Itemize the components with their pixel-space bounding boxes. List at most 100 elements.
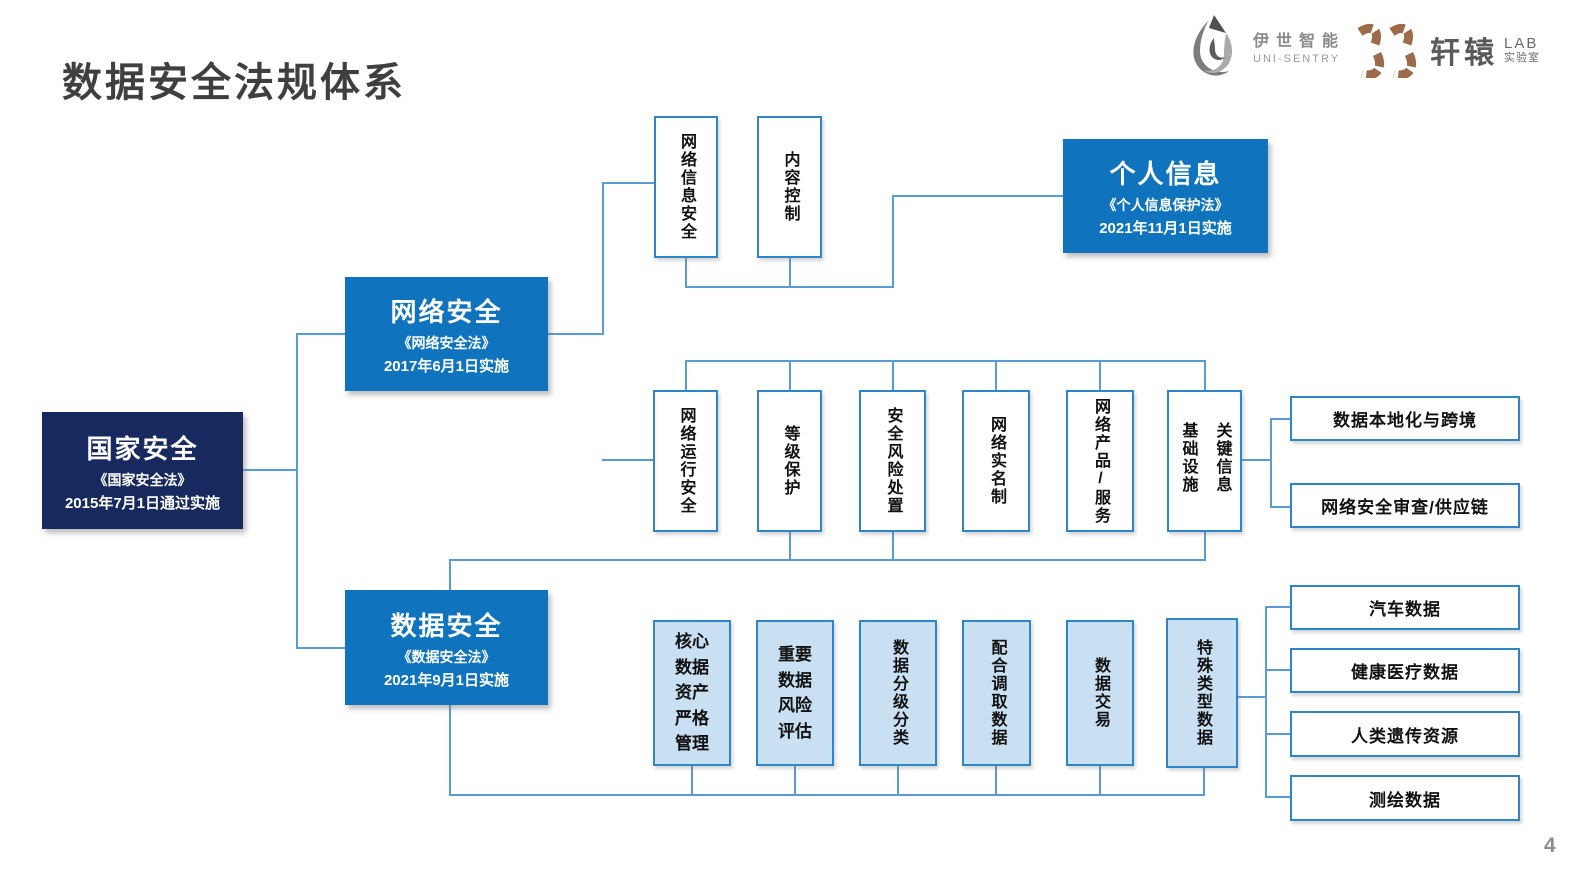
connector-line <box>548 333 604 335</box>
connector-line <box>243 469 297 471</box>
node-date: 2015年7月1日通过实施 <box>64 494 221 512</box>
node-label: 数据交易 <box>1092 657 1109 729</box>
connector-line <box>296 647 345 649</box>
xuanyuan-mark-icon <box>1357 24 1417 78</box>
connector-line <box>892 360 894 390</box>
connector-line <box>449 559 451 590</box>
node-label: 等级保护 <box>781 425 799 497</box>
node-network-operation-security: 网络运行安全 <box>653 390 718 532</box>
connector-line <box>1203 766 1205 796</box>
connector-line <box>602 182 655 184</box>
connector-line <box>602 459 654 461</box>
node-title: 个人信息 <box>1109 159 1222 189</box>
connector-line <box>794 766 796 796</box>
connector-line <box>1265 796 1290 798</box>
node-health-medical-data: 健康医疗数据 <box>1290 648 1520 693</box>
node-label: 核心数据资产严格管理 <box>675 632 709 754</box>
node-label: 关键信息基础设施 <box>1179 422 1231 494</box>
xuanyuan-logo: 轩辕 LAB 实验室 <box>1356 22 1540 78</box>
node-network-info-security: 网络信息安全 <box>654 116 718 258</box>
connector-line <box>1237 696 1267 698</box>
node-security-risk-response: 安全风险处置 <box>859 390 926 532</box>
connector-line <box>602 182 604 335</box>
connector-line <box>685 258 687 288</box>
unisentry-drop-icon <box>1193 15 1232 76</box>
xuanyuan-lab: LAB <box>1504 34 1539 52</box>
node-label: 重要数据风险评估 <box>778 645 812 741</box>
node-law: 《个人信息保护法》 <box>1102 197 1229 213</box>
node-security-review-supply-chain: 网络安全审查/供应链 <box>1290 483 1520 528</box>
node-law: 《国家安全法》 <box>93 471 192 488</box>
node-label: 人类遗传资源 <box>1351 726 1459 746</box>
node-graded-protection: 等级保护 <box>757 390 822 532</box>
node-data-classification: 数据分级分类 <box>859 620 937 766</box>
node-label: 网络实名制 <box>988 416 1005 506</box>
node-surveying-mapping-data: 测绘数据 <box>1290 775 1520 821</box>
node-label: 网络安全审查/供应链 <box>1321 498 1489 517</box>
node-human-genetic-resources: 人类遗传资源 <box>1290 711 1520 757</box>
node-network-products-services: 网络产品/服务 <box>1066 390 1134 532</box>
node-label: 数据分级分类 <box>890 639 907 747</box>
node-special-type-data: 特殊类型数据 <box>1166 618 1238 768</box>
connector-line <box>449 705 451 796</box>
page-number: 4 <box>1544 834 1556 857</box>
connector-line <box>1204 532 1206 561</box>
node-data-trading: 数据交易 <box>1066 620 1134 766</box>
node-law: 《网络安全法》 <box>397 335 496 351</box>
connector-line <box>995 360 997 390</box>
xuanyuan-subtitle: 实验室 <box>1504 52 1540 65</box>
connector-line <box>685 360 1206 362</box>
connector-line <box>1242 459 1272 461</box>
node-label: 内容控制 <box>781 151 799 223</box>
connector-line <box>892 195 894 288</box>
node-label: 网络产品/服务 <box>1092 397 1109 525</box>
connector-line <box>1265 606 1290 608</box>
node-critical-info-infrastructure: 关键信息基础设施 <box>1167 390 1242 532</box>
connector-line <box>1204 360 1206 390</box>
connector-line <box>1270 418 1272 508</box>
node-data-security: 数据安全 《数据安全法》 2021年9月1日实施 <box>345 590 548 705</box>
page-title: 数据安全法规体系 <box>62 61 406 105</box>
xuanyuan-name: 轩辕 <box>1430 37 1498 70</box>
node-national-security: 国家安全 《国家安全法》 2015年7月1日通过实施 <box>42 412 243 529</box>
connector-line <box>892 195 1065 197</box>
connector-line <box>449 559 1206 561</box>
node-title: 数据安全 <box>390 610 503 641</box>
node-label: 配合调取数据 <box>988 639 1006 747</box>
node-title: 国家安全 <box>86 433 199 464</box>
connector-line <box>995 766 997 796</box>
node-network-security: 网络安全 《网络安全法》 2017年6月1日实施 <box>345 277 548 391</box>
connector-line <box>296 333 298 649</box>
node-label: 健康医疗数据 <box>1351 663 1459 682</box>
node-label: 网络信息安全 <box>678 133 695 241</box>
connector-line <box>789 360 791 390</box>
node-core-data-strict-management: 核心数据资产严格管理 <box>653 620 731 766</box>
node-label: 测绘数据 <box>1369 790 1441 810</box>
node-label: 数据本地化与跨境 <box>1333 411 1477 430</box>
unisentry-subtitle: UNI-SENTRY <box>1253 53 1341 65</box>
node-personal-info: 个人信息 《个人信息保护法》 2021年11月1日实施 <box>1063 139 1268 253</box>
node-label: 汽车数据 <box>1369 600 1441 619</box>
node-law: 《数据安全法》 <box>397 648 496 665</box>
connector-line <box>1265 733 1290 735</box>
node-cooperate-data-retrieval: 配合调取数据 <box>962 620 1031 766</box>
connector-line <box>296 333 345 335</box>
connector-line <box>892 532 894 561</box>
node-date: 2017年6月1日实施 <box>383 358 510 375</box>
unisentry-name: 伊世智能 <box>1253 33 1346 50</box>
connector-line <box>1099 360 1101 390</box>
connector-line <box>1270 418 1290 420</box>
connector-line <box>449 794 1205 796</box>
connector-line <box>691 766 693 796</box>
node-content-control: 内容控制 <box>757 116 822 258</box>
connector-line <box>897 766 899 796</box>
connector-line <box>789 258 791 288</box>
connector-line <box>1270 506 1290 508</box>
connector-line <box>1265 669 1290 671</box>
connector-line <box>1099 766 1101 796</box>
node-label: 特殊类型数据 <box>1194 639 1211 747</box>
node-automotive-data: 汽车数据 <box>1290 585 1520 630</box>
unisentry-logo: 伊世智能 UNI-SENTRY <box>1185 14 1345 78</box>
node-label: 网络运行安全 <box>677 407 695 515</box>
